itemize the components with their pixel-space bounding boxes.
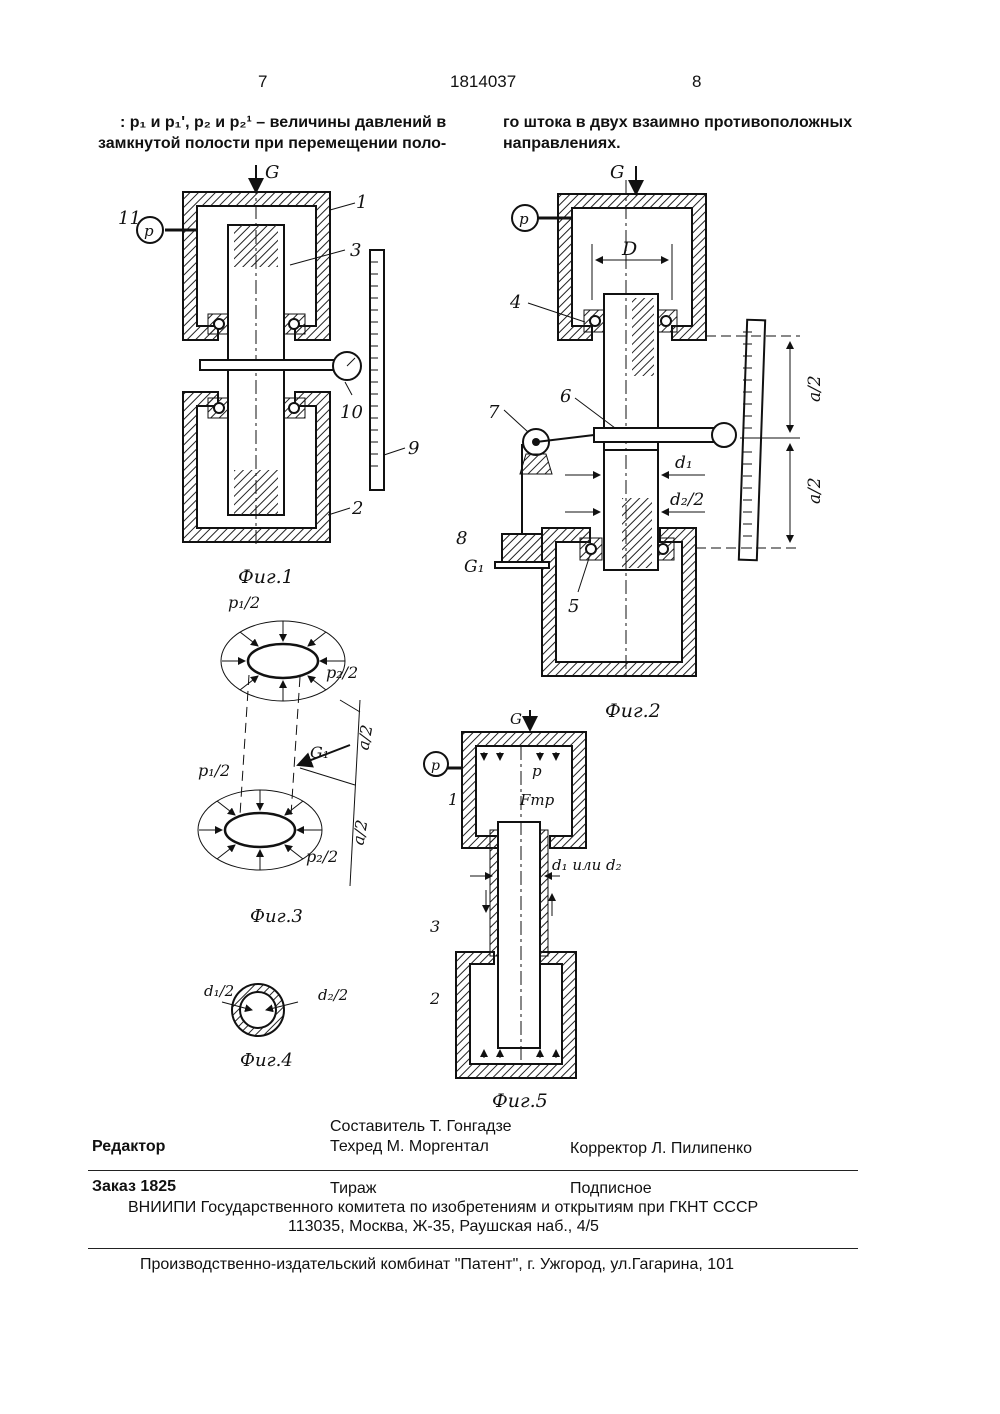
fig2-label-G: G (610, 162, 624, 183)
footer-rule-2 (88, 1248, 858, 1249)
fig5-label-d1-or-d2: d₁ или d₂ (552, 856, 622, 874)
footer-circulation: Тираж (330, 1180, 377, 1198)
fig5-label-3: 3 (430, 917, 440, 936)
fig2-label-d2-half: d₂/2 (670, 490, 704, 510)
footer-compiler: Составитель Т. Гонгадзе (330, 1118, 512, 1136)
fig2-label-p: р (519, 210, 529, 228)
fig1-label-1: 1 (356, 192, 367, 213)
fig1-label-2: 2 (351, 498, 363, 519)
fig2-label-6: 6 (560, 386, 571, 407)
fig3-caption: Фиг.3 (250, 906, 303, 927)
fig3-label-p2-top: p₂/2 (326, 663, 358, 682)
figure-1: G р 11 1 3 10 9 2 (118, 162, 419, 545)
fig3-label-p2-bottom: p₂/2 (306, 847, 338, 866)
fig2-label-4: 4 (509, 292, 521, 313)
fig5-rod (498, 822, 540, 1048)
footer-order: Заказ 1825 (92, 1178, 176, 1196)
fig4-label-d2-half: d₂/2 (318, 986, 348, 1004)
figure-2: G р D 4 6 7 d₁ d₂/2 8 G₁ 5 a/2 a/2 (456, 162, 825, 680)
footer-publisher: Производственно-издательский комбинат "П… (140, 1256, 734, 1274)
fig3-label-a-half-top: a/2 (353, 723, 376, 751)
fig5-label-1: 1 (448, 790, 458, 809)
figure-5: G р р Fтр 1 d₁ или d₂ 3 2 (424, 710, 622, 1078)
fig5-label-2: 2 (429, 989, 440, 1008)
fig3-label-p1-top: p₁/2 (228, 593, 260, 612)
fig5-label-p-gauge: р (431, 758, 440, 774)
fig5-label-Ftr: Fтр (519, 791, 555, 809)
fig1-label-3: 3 (350, 240, 361, 261)
footer-rule-1 (88, 1170, 858, 1171)
fig1-label-11: 11 (118, 208, 141, 229)
fig2-caption: Фиг.2 (605, 700, 661, 722)
fig2-label-D: D (621, 238, 637, 260)
fig2-label-a-half-bottom: a/2 (805, 477, 825, 504)
fig1-caption: Фиг.1 (238, 566, 294, 588)
footer-editor: Редактор (92, 1138, 165, 1156)
fig5-label-p-inner: р (532, 762, 542, 780)
fig5-caption: Фиг.5 (492, 1090, 548, 1112)
fig2-label-d1: d₁ (675, 453, 693, 473)
fig2-label-a-half-top: a/2 (805, 375, 825, 402)
footer-techred: Техред М. Моргентал (330, 1138, 489, 1156)
fig2-label-8: 8 (456, 528, 467, 549)
fig4-label-d1-half: d₁/2 (204, 982, 234, 1000)
fig1-label-9: 9 (408, 438, 419, 459)
footer-org-line-2: 113035, Москва, Ж-35, Раушская наб., 4/5 (288, 1218, 599, 1236)
footer-corrector: Корректор Л. Пилипенко (570, 1140, 752, 1158)
fig4-caption: Фиг.4 (240, 1050, 293, 1071)
fig1-label-10: 10 (340, 402, 363, 423)
technical-drawing: G р 11 1 3 10 9 2 (0, 0, 1000, 1110)
fig5-label-G: G (510, 710, 522, 728)
fig3-label-a-half-bottom: a/2 (348, 818, 371, 846)
fig1-label-G: G (265, 162, 279, 183)
figure-3: p₁/2 p₂/2 G₁ a/2 p₁/2 a/2 p₂/2 Фиг.3 (198, 593, 376, 927)
fig3-label-p1-bottom: p₁/2 (198, 761, 230, 780)
fig2-label-G1: G₁ (464, 557, 484, 577)
fig1-label-p: р (144, 222, 154, 240)
fig2-label-5: 5 (568, 596, 579, 617)
footer-subscription: Подписное (570, 1180, 652, 1198)
fig3-label-G1: G₁ (310, 743, 329, 762)
footer-org-line-1: ВНИИПИ Государственного комитета по изоб… (128, 1199, 758, 1217)
figure-4: d₁/2 d₂/2 Фиг.4 (204, 982, 348, 1071)
fig2-weight (502, 534, 542, 564)
fig2-label-7: 7 (488, 402, 500, 423)
